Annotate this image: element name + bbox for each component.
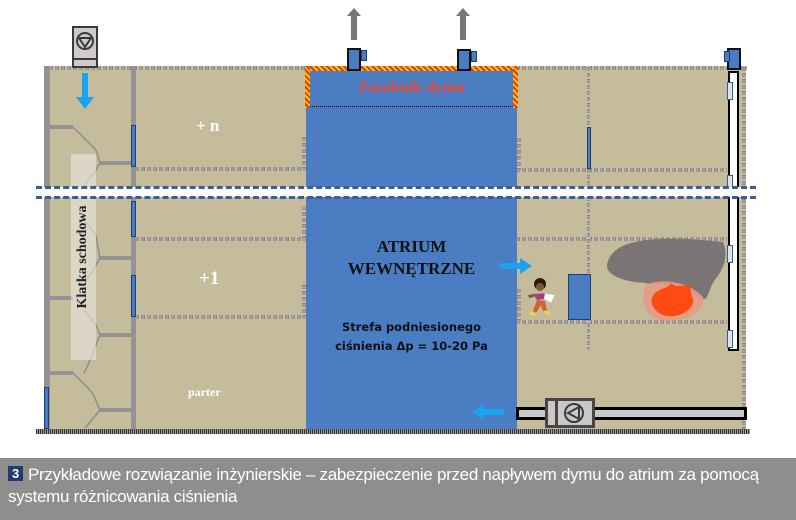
- exhaust-arrow-up-icon-1: [347, 8, 361, 40]
- atrium-parapet-left-3: [302, 285, 306, 318]
- exhaust-fan-2: [457, 49, 471, 71]
- roof-slab-left: [44, 66, 306, 70]
- floor-break-line-top: [36, 186, 756, 189]
- floor-label-n: + n: [196, 116, 220, 135]
- stairwell-inner-wall: [131, 66, 136, 430]
- floor-label-ground: parter: [188, 385, 221, 399]
- exhaust-fan-1: [347, 48, 361, 71]
- shaft-damper-4: [727, 330, 733, 348]
- atrium-title: ATRIUM WEWNĘTRZNE: [306, 236, 517, 280]
- office-door-fire-floor: [568, 274, 591, 320]
- smoke-reservoir-label: Zasobnik dymu: [357, 79, 466, 96]
- floor-break-gap: [36, 187, 756, 197]
- outer-wall-right: [742, 66, 746, 430]
- smoke-shaft: [728, 71, 739, 351]
- exhaust-fan-1-outlet: [361, 50, 367, 61]
- atrium-parapet-left-2: [302, 207, 306, 239]
- pressure-zone-label: Strefa podniesionego ciśnienia Δp = 10-2…: [306, 318, 517, 356]
- stairwell-door-first: [131, 275, 136, 317]
- shaft-damper-1: [727, 82, 733, 100]
- floor-slab-right-n: [517, 168, 727, 172]
- arrow-blue-left-icon: [472, 404, 504, 420]
- floor-slab-left-1: [136, 315, 306, 319]
- running-person-icon: [528, 278, 556, 316]
- figure-number-badge: 3: [8, 466, 23, 481]
- office-door-upper: [587, 127, 591, 169]
- pressure-zone-line1: Strefa podniesionego: [341, 320, 482, 334]
- ground-line: [36, 429, 750, 434]
- roof-slab-right: [517, 66, 747, 70]
- caption-text: Przykładowe rozwiązanie inżynierskie – z…: [8, 465, 759, 506]
- floor-slab-left-2: [136, 237, 306, 241]
- atrium-parapet-right-2: [517, 288, 521, 322]
- stairwell-label: Klatka schodowa: [75, 205, 90, 309]
- shaft-damper-3: [727, 245, 733, 263]
- stairwell-door-top: [131, 125, 136, 167]
- fan-down-icon: [76, 32, 94, 50]
- smoke-reservoir-right-edge: [513, 66, 518, 108]
- atrium-parapet-right-1: [517, 137, 521, 171]
- fire-smoke-icon: [607, 238, 726, 321]
- floor-slab-left-n: [136, 167, 306, 171]
- exhaust-arrow-up-icon-2: [456, 8, 470, 40]
- floor-break-line-bottom: [36, 196, 756, 199]
- smoke-reservoir-boundary: [310, 106, 513, 107]
- exhaust-fan-2-outlet: [471, 51, 477, 62]
- smoke-reservoir-left-edge: [305, 66, 310, 108]
- smoke-reservoir-top-edge: [305, 66, 518, 71]
- stairwell-fan-unit: [72, 26, 98, 68]
- arrow-blue-down-icon: [76, 73, 94, 109]
- atrium-title-line1: ATRIUM: [376, 237, 447, 256]
- fan-left-icon: [564, 403, 584, 423]
- floor-label-1: +1: [199, 268, 220, 289]
- pressure-zone-line2: ciśnienia Δp = 10-20 Pa: [335, 339, 488, 353]
- floor-slab-right-1: [517, 320, 727, 324]
- atrium-title-line2: WEWNĘTRZNE: [347, 259, 476, 278]
- stairwell-door-mid: [131, 201, 136, 237]
- arrow-blue-right-icon: [500, 258, 532, 274]
- floor-slab-right-2: [517, 237, 727, 241]
- supply-fan-unit: [545, 398, 595, 428]
- stairwell-outer-wall: [44, 66, 50, 430]
- pressure-differential-diagram: Klatka schodowa + n +1 parter Zasobnik d…: [36, 8, 756, 434]
- shaft-exhaust-fan-outlet: [724, 51, 730, 62]
- atrium-space: [306, 66, 517, 430]
- atrium-parapet-left-1: [302, 135, 306, 170]
- stairwell-exit-door: [44, 387, 49, 429]
